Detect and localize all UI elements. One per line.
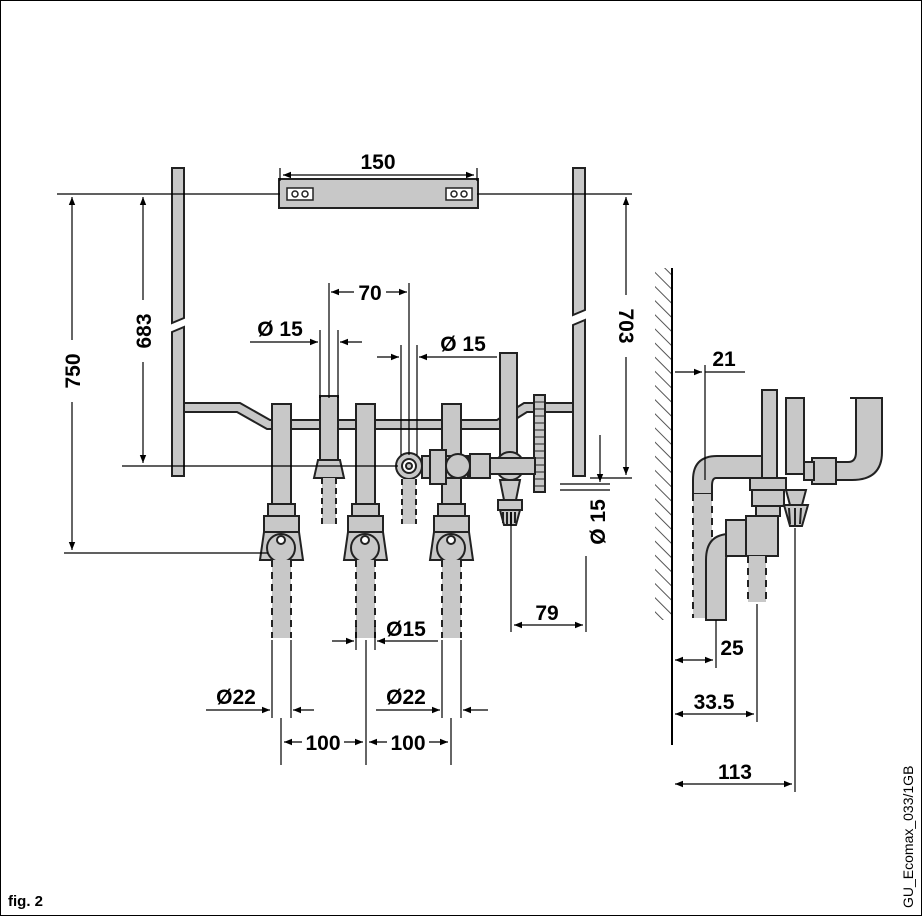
front-dimension-labels: 150 750 683 703 70 Ø 15 Ø 15 Ø 15 79 Ø15… bbox=[60, 150, 638, 755]
dim-pipe-dia-mid: Ø 15 bbox=[440, 333, 486, 356]
dim-side-33-5: 33.5 bbox=[694, 691, 735, 714]
dim-spacing-top: 70 bbox=[358, 282, 381, 305]
figure-caption: fig. 2 bbox=[8, 893, 43, 910]
dim-offset-79: 79 bbox=[535, 602, 558, 625]
front-dimensions bbox=[57, 168, 632, 765]
connection-valve-3 bbox=[428, 503, 475, 638]
dim-side-113: 113 bbox=[718, 761, 752, 784]
dim-pipe-dia-22-left: Ø22 bbox=[216, 686, 256, 709]
pipes bbox=[271, 352, 518, 511]
dim-right-height: 703 bbox=[614, 308, 637, 343]
dim-spacing-100-right: 100 bbox=[390, 732, 425, 755]
elbow-pipe bbox=[692, 455, 771, 495]
side-view bbox=[655, 268, 883, 745]
dim-side-25: 25 bbox=[720, 637, 744, 660]
figure-reference-code: GU_Ecomax_033/1GB bbox=[900, 766, 916, 908]
right-rail bbox=[572, 167, 586, 477]
dim-left-height-outer: 750 bbox=[62, 353, 85, 388]
dim-pipe-dia-lower: Ø15 bbox=[386, 618, 426, 641]
dim-left-height-inner: 683 bbox=[133, 313, 156, 348]
dim-valve-dia-vertical: Ø 15 bbox=[587, 499, 610, 545]
connection-valve-1 bbox=[258, 503, 305, 638]
wall-hatch bbox=[655, 268, 672, 620]
valve-assembly bbox=[395, 449, 536, 526]
dim-pipe-dia-left: Ø 15 bbox=[257, 318, 303, 341]
dim-spacing-100-left: 100 bbox=[305, 732, 340, 755]
left-rail bbox=[171, 167, 185, 477]
dim-bracket-width: 150 bbox=[360, 151, 395, 174]
corrugated-hose bbox=[533, 394, 546, 493]
front-view bbox=[171, 167, 586, 638]
pipe-cap bbox=[312, 459, 346, 479]
dim-side-21: 21 bbox=[712, 348, 736, 371]
dim-pipe-dia-22-right: Ø22 bbox=[386, 686, 426, 709]
connection-valve-2 bbox=[342, 503, 389, 638]
side-dimensions bbox=[675, 365, 796, 792]
top-bracket bbox=[278, 178, 479, 209]
side-dimension-labels: 21 25 33.5 113 bbox=[694, 348, 752, 784]
